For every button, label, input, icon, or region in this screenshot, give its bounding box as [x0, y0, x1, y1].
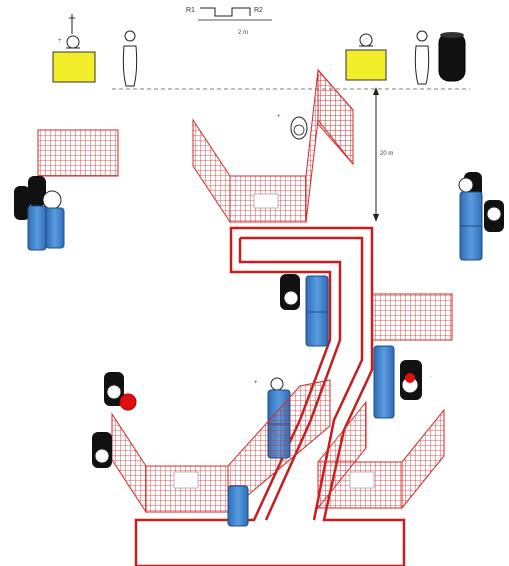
ball-icon — [270, 377, 284, 391]
player-marker: + — [277, 114, 308, 140]
course-path — [134, 226, 406, 566]
fence-panel-icon — [192, 118, 231, 224]
gate-icon — [349, 471, 375, 489]
scale-legend: R1 R2 2 m — [186, 7, 272, 36]
legend-right-label: R2 — [254, 7, 263, 14]
svg-text:+: + — [254, 380, 258, 386]
standing-player-icon — [122, 30, 138, 87]
barrel-group-mid — [280, 274, 329, 347]
fence-panel-icon — [111, 412, 147, 514]
lower-left-markers — [92, 372, 137, 468]
svg-text:·: · — [430, 374, 432, 380]
standing-player-icon — [414, 30, 430, 85]
barrel-cluster-right — [458, 172, 504, 261]
gate-icon — [173, 471, 199, 489]
fence-panel-icon — [37, 129, 119, 177]
svg-text:+: + — [277, 114, 281, 120]
barrel-icon — [28, 176, 46, 206]
start-box-icon — [345, 49, 387, 81]
standing-player-icon — [359, 33, 373, 47]
ball-icon — [119, 393, 137, 411]
dimension-label: 20 m — [380, 151, 393, 157]
standing-player-icon — [66, 35, 80, 49]
fence-panel-icon — [371, 293, 453, 341]
dimension-arrow: 20 m — [373, 87, 393, 222]
scale-bar-icon — [200, 7, 251, 17]
barrel-icon — [227, 485, 249, 527]
svg-text:+: + — [58, 38, 62, 44]
barrel-icon — [45, 207, 65, 249]
barrel-icon — [438, 32, 466, 82]
barrel-group-right-mid: · — [373, 345, 432, 419]
barrel-icon — [27, 205, 47, 251]
legend-left-label: R1 — [186, 7, 195, 14]
lower-right-enclosure — [317, 400, 445, 510]
start-box-icon — [52, 51, 96, 83]
lower-left-enclosure — [111, 379, 331, 514]
barrel-icon — [373, 345, 395, 419]
upper-enclosure — [192, 68, 354, 224]
gate-icon — [253, 193, 279, 209]
start-station-left: + — [52, 14, 138, 87]
ball-icon — [283, 290, 299, 306]
start-station-right — [345, 30, 466, 85]
barrel-cluster-left — [14, 176, 65, 251]
ball-icon — [458, 177, 474, 193]
scale-label: 2 m — [238, 30, 248, 36]
barrel-icon — [305, 275, 329, 347]
barrel-icon — [14, 186, 30, 220]
ball-icon — [42, 190, 62, 210]
camera-tripod-icon — [69, 14, 75, 34]
fence-panel-icon — [401, 408, 445, 510]
cone-icon — [405, 373, 415, 383]
